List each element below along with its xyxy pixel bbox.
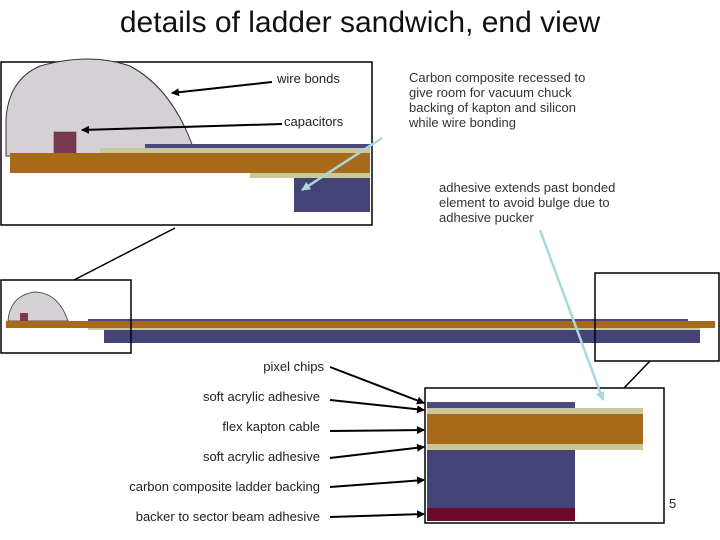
zoom-box-left [0, 279, 132, 354]
arrow-sector-adhesive [329, 510, 425, 519]
arrow-capacitors [81, 123, 283, 134]
detail-sector-adhesive [427, 508, 575, 521]
carbon-composite-backing [294, 178, 370, 212]
arrow-wire-bonds [171, 81, 273, 97]
detail-carbon-backing [427, 450, 575, 508]
note-adhesive-extends: adhesive extends past bonded element to … [439, 180, 616, 225]
flex-kapton-cable [10, 153, 370, 173]
full-cross-section [0, 272, 720, 362]
small-wire-bond-dome [7, 291, 69, 322]
strip-chips [88, 319, 688, 322]
arrow-flex-kapton [329, 426, 425, 435]
detail-soft-adhesive-1 [427, 408, 643, 414]
arrow-adhesive-extends [538, 229, 605, 401]
detail-soft-adhesive-2 [427, 444, 643, 450]
arrow-carbon-backing [329, 476, 425, 488]
label-capacitors: capacitors [284, 114, 344, 129]
soft-acrylic-adhesive-lower [250, 173, 370, 178]
strip-adhesive [88, 328, 700, 330]
arrow-pixel-chips [329, 366, 425, 405]
wire-bond-dome [5, 58, 197, 157]
arrow-carbon-recess [301, 136, 383, 192]
label-wire-bonds: wire bonds [277, 71, 340, 86]
strip-carbon [104, 330, 700, 343]
zoom-box-right [594, 272, 720, 362]
arrow-soft-acrylic-1 [329, 399, 425, 414]
strip-kapton [6, 321, 715, 328]
zoom-line-right [623, 360, 651, 389]
detail-pixel-chips [427, 402, 575, 408]
page-title: details of ladder sandwich, end view [119, 6, 601, 39]
label-soft-acrylic-adhesive-1: soft acrylic adhesive [202, 389, 320, 404]
label-soft-acrylic-adhesive-2: soft acrylic adhesive [202, 449, 320, 464]
note-carbon-recess: Carbon composite recessed to give room f… [409, 70, 586, 130]
zoom-line-left [73, 227, 176, 281]
arrow-soft-acrylic-2 [329, 443, 425, 459]
capacitor [53, 131, 77, 157]
label-backer-to-sector-beam-adhesive: backer to sector beam adhesive [135, 509, 320, 524]
slide-number: 5 [669, 496, 677, 511]
arrows [73, 81, 651, 519]
label-flex-kapton-cable: flex kapton cable [222, 419, 320, 434]
soft-acrylic-adhesive-strip [100, 148, 370, 153]
small-capacitor [20, 313, 28, 321]
detail-panel-bottom-right [424, 387, 665, 524]
detail-flex-kapton [427, 414, 643, 444]
label-carbon-composite-ladder-backing: carbon composite ladder backing [129, 479, 320, 494]
label-pixel-chips: pixel chips [263, 359, 324, 374]
pixel-chip-strip [145, 144, 370, 148]
detail-panel-top-left [0, 58, 373, 226]
